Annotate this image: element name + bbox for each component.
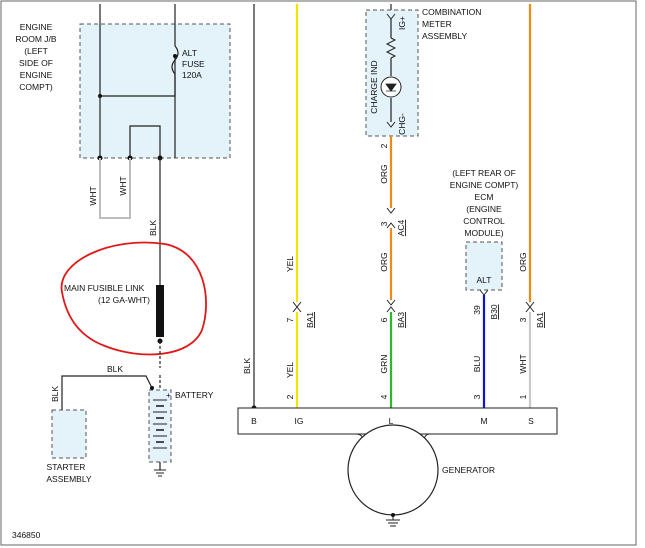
jb-label-line-2: ROOM J/B [15, 34, 56, 44]
ba1-left-connector-icon [292, 301, 302, 313]
wht-label-s: WHT [518, 354, 528, 373]
meter-pin-2: 2 [379, 143, 389, 148]
ba3-name: BA3 [396, 312, 406, 328]
org-label-2: ORG [379, 252, 389, 271]
jb-label-line-5: ENGINE [20, 70, 53, 80]
ecm-label-1: (LEFT REAR OF [452, 168, 516, 178]
meter-pin-chg: CHG- [397, 113, 407, 135]
yel-label-bottom: YEL [285, 362, 295, 378]
org-label-s: ORG [518, 252, 528, 271]
blk-label-starter: BLK [50, 386, 60, 402]
ecm-label-4: (ENGINE [466, 204, 502, 214]
combination-meter: IG+ CHARGE IND CHG- COMBINATION METER AS… [365, 4, 481, 137]
resistor-icon [385, 37, 397, 59]
battery-terminal-node [150, 386, 154, 390]
gen-l-pin: 4 [379, 394, 389, 399]
wht-label-1: WHT [88, 186, 98, 205]
fuse-node [173, 54, 177, 58]
jb-label-line-4: SIDE OF [19, 58, 53, 68]
generator-label: GENERATOR [442, 465, 495, 475]
ba3-pin: 6 [379, 317, 389, 322]
org-label-1: ORG [379, 164, 389, 183]
gen-terminal-ig: IG [295, 416, 304, 426]
charge-ind-label: CHARGE IND [369, 60, 379, 113]
battery: + BATTERY [148, 341, 214, 477]
alt-fuse-label-1: ALT [182, 48, 197, 58]
generator-body [347, 424, 439, 516]
engine-room-jb: ENGINE ROOM J/B (LEFT SIDE OF ENGINE COM… [15, 4, 231, 161]
diagram-number: 346850 [12, 530, 41, 540]
meter-label-2: METER [422, 19, 452, 29]
ac4-name: AC4 [396, 219, 406, 236]
combination-meter-box [365, 9, 419, 137]
ba1-left-name: BA1 [305, 312, 315, 328]
alt-fuse-label-3: 120A [182, 70, 202, 80]
gen-s-pin: 1 [518, 394, 528, 399]
yel-label-top: YEL [285, 256, 295, 272]
gen-terminal-b: B [251, 416, 257, 426]
wht-label-2: WHT [118, 176, 128, 195]
ac4-connector-icon [386, 207, 396, 229]
ba3-connector-icon [386, 299, 396, 313]
gen-terminal-l: L [389, 416, 394, 426]
blu-label: BLU [472, 356, 482, 373]
blk-wire-starter [61, 375, 153, 410]
ba1-left-pin: 7 [285, 317, 295, 322]
ecm-pin-alt: ALT [477, 275, 492, 285]
generator: B IG L M S GENERATOR [237, 407, 558, 527]
battery-label: BATTERY [175, 390, 214, 400]
jb-label-line-3: (LEFT [24, 46, 48, 56]
battery-plus-sign: + [166, 390, 171, 400]
meter-label-1: COMBINATION [422, 7, 481, 17]
ba1-right-name: BA1 [535, 312, 545, 328]
grn-label: GRN [379, 355, 389, 374]
b30-connector-icon [479, 289, 489, 296]
starter-label-2: ASSEMBLY [46, 474, 92, 484]
battery-box [148, 389, 172, 463]
fusible-link-label-2: (12 GA-WHT) [98, 295, 150, 305]
generator-ground-icon [386, 519, 400, 527]
ecm: (LEFT REAR OF ENGINE COMPT) ECM (ENGINE … [450, 168, 519, 296]
ecm-label-5: CONTROL [463, 216, 505, 226]
b30-name: B30 [489, 304, 499, 319]
jb-label-line-6: COMPT) [19, 82, 53, 92]
ecm-box [465, 241, 503, 291]
meter-pin-ig: IG+ [397, 16, 407, 30]
blk-label-fusible: BLK [148, 220, 158, 236]
blk-label-generator: BLK [242, 358, 252, 374]
wht-loop-wire [99, 158, 131, 219]
gen-terminal-s: S [528, 416, 534, 426]
ecm-label-2: ENGINE COMPT) [450, 180, 519, 190]
ba1-right-connector-icon [525, 301, 535, 313]
jb-loop-wire [129, 125, 161, 158]
blk-label-battery: BLK [107, 364, 123, 374]
b30-pin: 39 [472, 305, 482, 315]
gen-ig-pin: 2 [285, 394, 295, 399]
alt-fuse-symbol [171, 45, 179, 75]
engine-room-jb-box [79, 23, 231, 159]
starter-label-1: STARTER [47, 462, 86, 472]
main-fusible-link-element [156, 285, 164, 337]
ac4-pin: 3 [379, 221, 389, 226]
led-diode-icon [385, 83, 397, 92]
alt-fuse-label-2: FUSE [182, 59, 205, 69]
meter-bottom-connector-icon [386, 121, 396, 128]
generator-ground-node [391, 513, 395, 517]
ecm-label-6: MODULE) [464, 228, 503, 238]
ba1-right-pin: 3 [518, 317, 528, 322]
starter-box [51, 409, 87, 459]
gen-terminal-m: M [480, 416, 487, 426]
battery-ground-icon [154, 469, 166, 477]
jb-label-line-1: ENGINE [20, 22, 53, 32]
highlight-circle [60, 241, 207, 356]
gen-m-pin: 3 [472, 394, 482, 399]
ecm-label-3: ECM [475, 192, 494, 202]
meter-label-3: ASSEMBLY [422, 31, 468, 41]
fusible-link-label-1: MAIN FUSIBLE LINK [64, 283, 145, 293]
generator-terminal-strip [237, 407, 558, 435]
